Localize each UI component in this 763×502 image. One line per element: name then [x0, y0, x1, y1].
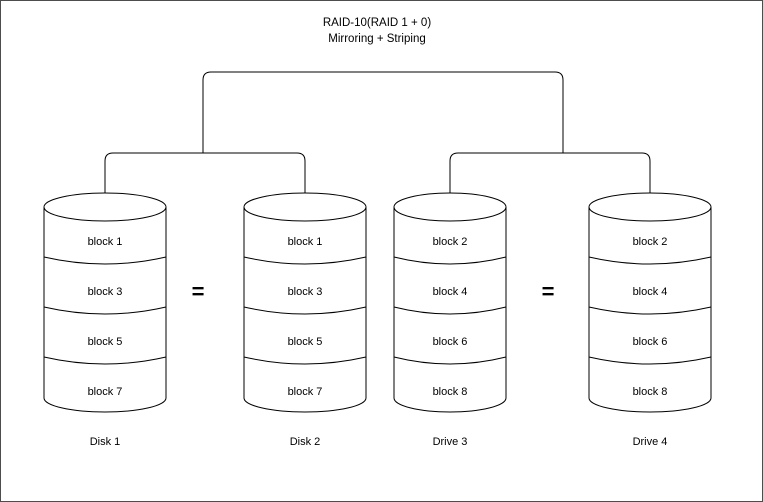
cylinder-separator-2 — [243, 306, 367, 315]
cylinder-body — [243, 192, 367, 413]
block-label: block 5 — [88, 336, 123, 348]
disk-cylinder-1: block 1 block 3 block 5 block 7 Disk 1 — [43, 192, 167, 448]
block-label: block 4 — [633, 286, 668, 298]
block-label: block 6 — [433, 336, 468, 348]
block-label: block 7 — [88, 386, 123, 398]
disk-cylinder-3: block 2 block 4 block 6 block 8 Drive 3 — [393, 192, 507, 448]
cylinder-body — [393, 192, 507, 413]
cylinder-top-ellipse — [393, 206, 507, 222]
cylinder-separator-1 — [393, 256, 507, 265]
block-label: block 1 — [88, 236, 123, 248]
cylinder-separator-1 — [243, 256, 367, 265]
mirror-group-2-connector — [449, 152, 651, 199]
disk-caption-3: Drive 3 — [433, 436, 468, 448]
mirror-group-1-connector — [104, 152, 306, 199]
block-label: block 8 — [433, 386, 468, 398]
cylinder-separator-1 — [43, 256, 167, 265]
cylinder-separator-2 — [43, 306, 167, 315]
cylinder-body — [588, 192, 712, 413]
block-label: block 2 — [633, 236, 668, 248]
block-label: block 5 — [288, 336, 323, 348]
diagram-title-line-2: Mirroring + Striping — [328, 33, 425, 45]
block-label: block 4 — [433, 286, 468, 298]
cylinder-body — [43, 192, 167, 413]
cylinder-separator-2 — [393, 306, 507, 315]
block-label: block 2 — [433, 236, 468, 248]
diagram-title-line-1: RAID-10(RAID 1 + 0) — [323, 17, 431, 29]
block-label: block 3 — [88, 286, 123, 298]
cylinder-separator-3 — [588, 356, 712, 365]
raid0-stripe-connector — [202, 71, 564, 153]
cylinder-separator-3 — [243, 356, 367, 365]
cylinder-separator-1 — [588, 256, 712, 265]
mirror-equals-sign-right: = — [542, 279, 555, 304]
disk-caption-4: Drive 4 — [633, 436, 668, 448]
block-label: block 8 — [633, 386, 668, 398]
block-label: block 6 — [633, 336, 668, 348]
block-label: block 3 — [288, 286, 323, 298]
disk-caption-1: Disk 1 — [90, 436, 121, 448]
mirror-equals-sign-left: = — [192, 279, 205, 304]
cylinder-separator-3 — [43, 356, 167, 365]
disk-caption-2: Disk 2 — [290, 436, 321, 448]
cylinder-top-ellipse — [43, 206, 167, 222]
disk-cylinder-4: block 2 block 4 block 6 block 8 Drive 4 — [588, 192, 712, 448]
cylinder-top-ellipse — [588, 206, 712, 222]
cylinder-top-ellipse — [243, 206, 367, 222]
disk-cylinder-2: block 1 block 3 block 5 block 7 Disk 2 — [243, 192, 367, 448]
cylinder-separator-2 — [588, 306, 712, 315]
block-label: block 7 — [288, 386, 323, 398]
block-label: block 1 — [288, 236, 323, 248]
cylinder-separator-3 — [393, 356, 507, 365]
